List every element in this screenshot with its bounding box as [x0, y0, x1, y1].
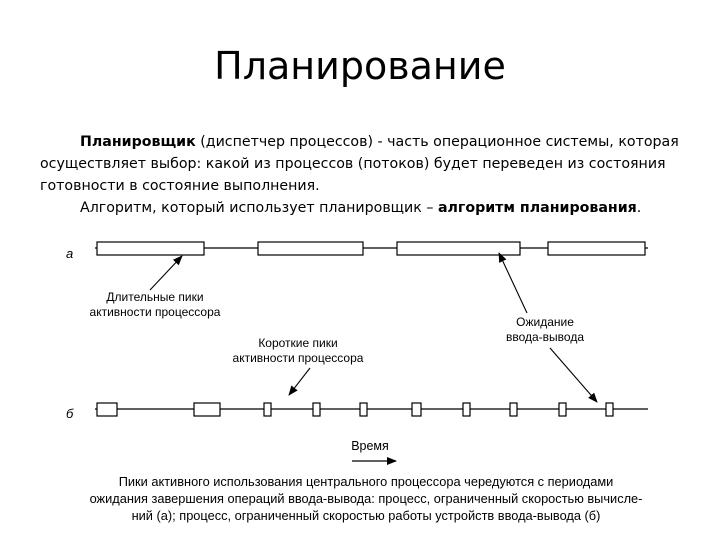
algorithm-definition: Алгоритм, который использует планировщик…: [40, 197, 700, 219]
short-burst-8: [509, 402, 518, 417]
scheduler-definition: Планировщик (диспетчер процессов) - част…: [40, 131, 700, 197]
short-burst-2: [193, 402, 221, 417]
short-bursts-label-line2: активности процессора: [233, 351, 364, 365]
io-wait-arrow-top: [498, 252, 528, 314]
short-burst-1: [96, 402, 118, 417]
time-label: Время: [351, 439, 389, 453]
long-burst-2: [257, 241, 364, 256]
caption-line-1: Пики активного использования центральног…: [118, 474, 614, 489]
long-bursts-label-line2: активности процессора: [90, 305, 221, 319]
long-burst-3: [396, 241, 521, 256]
scheduler-term: Планировщик: [80, 134, 196, 150]
long-bursts-label-line1: Длительные пики: [106, 290, 203, 304]
algorithm-definition-end: .: [636, 200, 642, 216]
short-burst-3: [263, 402, 272, 417]
scheduler-definition-text: (диспетчер процессов) - часть операционн…: [40, 134, 679, 194]
short-burst-7: [462, 402, 471, 417]
short-bursts-arrow: [288, 367, 311, 396]
caption-line-3: ний (а); процесс, ограниченный скоростью…: [131, 508, 601, 523]
short-burst-5: [359, 402, 368, 417]
algorithm-term: алгоритм планирования: [437, 200, 637, 216]
short-burst-10: [605, 402, 614, 417]
long-burst-4: [547, 241, 646, 256]
io-wait-arrow-bottom: [549, 347, 598, 403]
short-burst-9: [558, 402, 567, 417]
long-burst-1: [96, 241, 205, 256]
short-burst-6: [411, 402, 422, 417]
figure-caption: Пики активного использования центральног…: [86, 473, 646, 524]
short-burst-4: [312, 402, 321, 417]
short-bursts-label-line1: Короткие пики: [258, 336, 337, 350]
label-b: б: [66, 406, 74, 421]
io-wait-label-line2: ввода-вывода: [506, 330, 584, 344]
algorithm-definition-text: Алгоритм, который использует планировщик…: [80, 200, 438, 216]
caption-line-2: ожидания завершения операций ввода-вывод…: [89, 491, 643, 506]
long-bursts-arrow: [149, 255, 183, 291]
io-wait-label-line1: Ожидание: [516, 315, 574, 329]
label-a: а: [66, 246, 73, 261]
cpu-burst-diagram: а Длительные пики активности процессора …: [66, 241, 648, 465]
slide-title: Планирование: [214, 44, 506, 88]
